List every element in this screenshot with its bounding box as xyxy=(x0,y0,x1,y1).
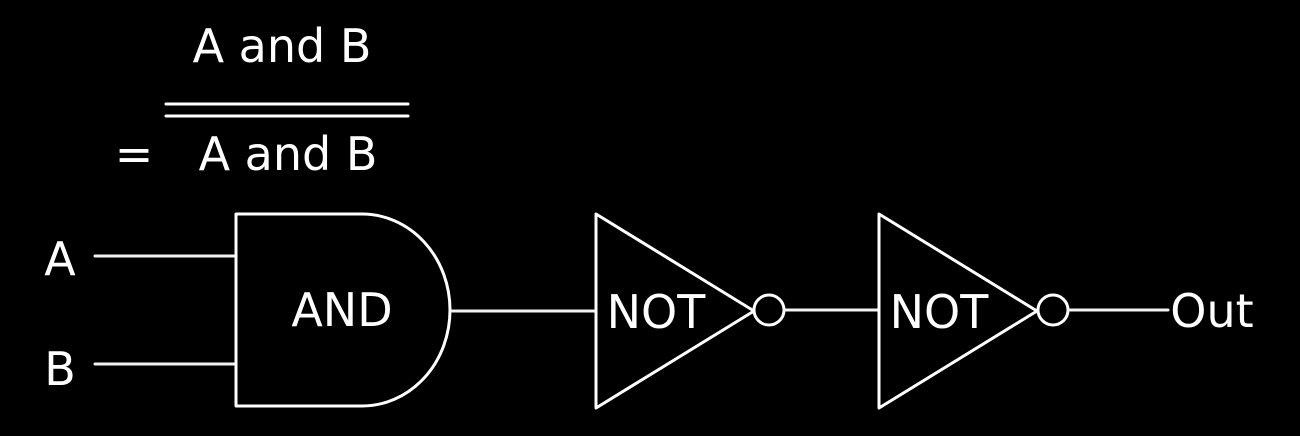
not-gate-1-label: NOT xyxy=(607,285,707,339)
output-label: Out xyxy=(1170,284,1253,338)
not-gate-1-bubble xyxy=(752,293,786,327)
not-gate-2-label: NOT xyxy=(890,285,990,339)
input-b-label: B xyxy=(44,342,76,396)
and-gate-label: AND xyxy=(291,283,392,337)
equals-sign: = xyxy=(115,127,154,181)
equation-top: A and B xyxy=(193,19,372,73)
and-gate-shape xyxy=(234,212,452,408)
not-gate-1-shape xyxy=(594,212,756,410)
not-gate-2-bubble xyxy=(1036,293,1070,327)
input-a-label: A xyxy=(44,232,76,286)
equation-bottom: A and B xyxy=(199,127,378,181)
not-gate-2-shape xyxy=(877,212,1039,410)
